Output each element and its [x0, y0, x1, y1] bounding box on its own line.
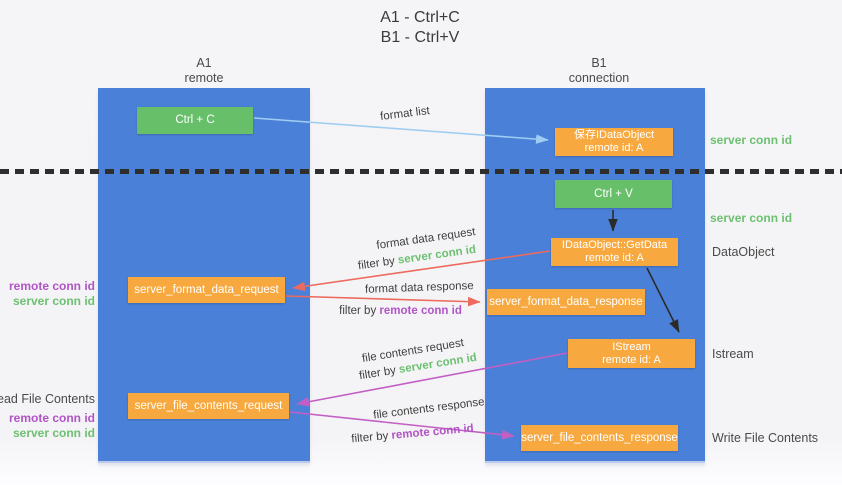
node-format-response-label: server_format_data_response — [489, 295, 643, 308]
label-format-list: format list — [379, 105, 431, 123]
node-save-idataobject: 保存IDataObject remote id: A — [555, 128, 673, 156]
filter-prefix-2: filter by — [339, 305, 377, 317]
lane-a-subtitle: remote — [184, 71, 224, 85]
label-filter-by-remote-conn-id-1: filter by remote conn id — [338, 305, 463, 317]
filter-key-remote-conn-2: remote conn id — [390, 422, 475, 442]
node-ctrl-c-label: Ctrl + C — [175, 114, 215, 126]
node-idataobject-getdata: IDataObject::GetData remote id: A — [551, 238, 678, 266]
divider-dotted-line — [0, 169, 842, 174]
annotation-read-file-contents: Read File Contents — [0, 392, 95, 406]
label-file-contents-response: file contents response — [372, 396, 486, 422]
node-file-request-label: server_file_contents_request — [134, 399, 283, 412]
node-server-format-data-response: server_format_data_response — [487, 289, 645, 315]
title-line-2: B1 - Ctrl+V — [380, 29, 460, 46]
title-line-1: A1 - Ctrl+C — [380, 9, 460, 26]
node-getdata-line2: remote id: A — [585, 252, 644, 264]
filter-prefix-3: filter by — [358, 364, 397, 383]
diagram-title: A1 - Ctrl+C B1 - Ctrl+V — [330, 8, 510, 48]
annotation-remote-conn-id-2: remote conn id — [8, 411, 95, 425]
node-save-idataobject-line1: 保存IDataObject — [573, 129, 655, 141]
annotation-dataobject: DataObject — [712, 245, 775, 259]
node-format-request-label: server_format_data_request — [134, 283, 279, 296]
arrow-format-data-response — [285, 295, 481, 307]
node-server-file-contents-request: server_file_contents_request — [128, 393, 289, 419]
lane-b-subtitle: connection — [568, 71, 630, 85]
node-ctrl-v: Ctrl + V — [555, 180, 672, 208]
lane-a-header: A1 remote — [98, 56, 310, 86]
node-getdata-line1: IDataObject::GetData — [561, 239, 668, 251]
node-ctrl-v-label: Ctrl + V — [594, 187, 633, 200]
annotation-remote-conn-id-1: remote conn id — [8, 279, 95, 293]
node-save-idataobject-line2: remote id: A — [584, 142, 644, 154]
annotation-server-conn-id-left-1: server conn id — [12, 294, 95, 308]
node-server-file-contents-response: server_file_contents_response — [521, 425, 678, 451]
annotation-write-file-contents: Write File Contents — [712, 431, 819, 445]
filter-key-remote-conn-1: remote conn id — [379, 305, 462, 317]
node-ctrl-c: Ctrl + C — [137, 107, 253, 134]
node-istream-line2: remote id: A — [602, 353, 661, 366]
lane-b-name: B1 — [591, 56, 607, 70]
node-istream-line1: IStream — [612, 340, 651, 353]
lane-a-name: A1 — [196, 56, 212, 70]
annotation-server-conn-id-top: server conn id — [710, 133, 793, 147]
node-server-format-data-request: server_format_data_request — [128, 277, 285, 303]
filter-prefix-1: filter by — [357, 255, 396, 273]
node-file-response-label: server_file_contents_response — [521, 431, 678, 444]
filter-prefix-4: filter by — [350, 430, 389, 446]
annotation-server-conn-id-left-2: server conn id — [12, 426, 95, 440]
label-format-data-response: format data response — [364, 280, 474, 296]
annotation-istream: Istream — [712, 347, 754, 361]
lane-b-header: B1 connection — [489, 56, 709, 86]
label-filter-by-remote-conn-id-2: filter by remote conn id — [350, 423, 476, 446]
annotation-server-conn-id-mid: server conn id — [710, 211, 793, 225]
node-istream: IStream remote id: A — [568, 339, 695, 368]
